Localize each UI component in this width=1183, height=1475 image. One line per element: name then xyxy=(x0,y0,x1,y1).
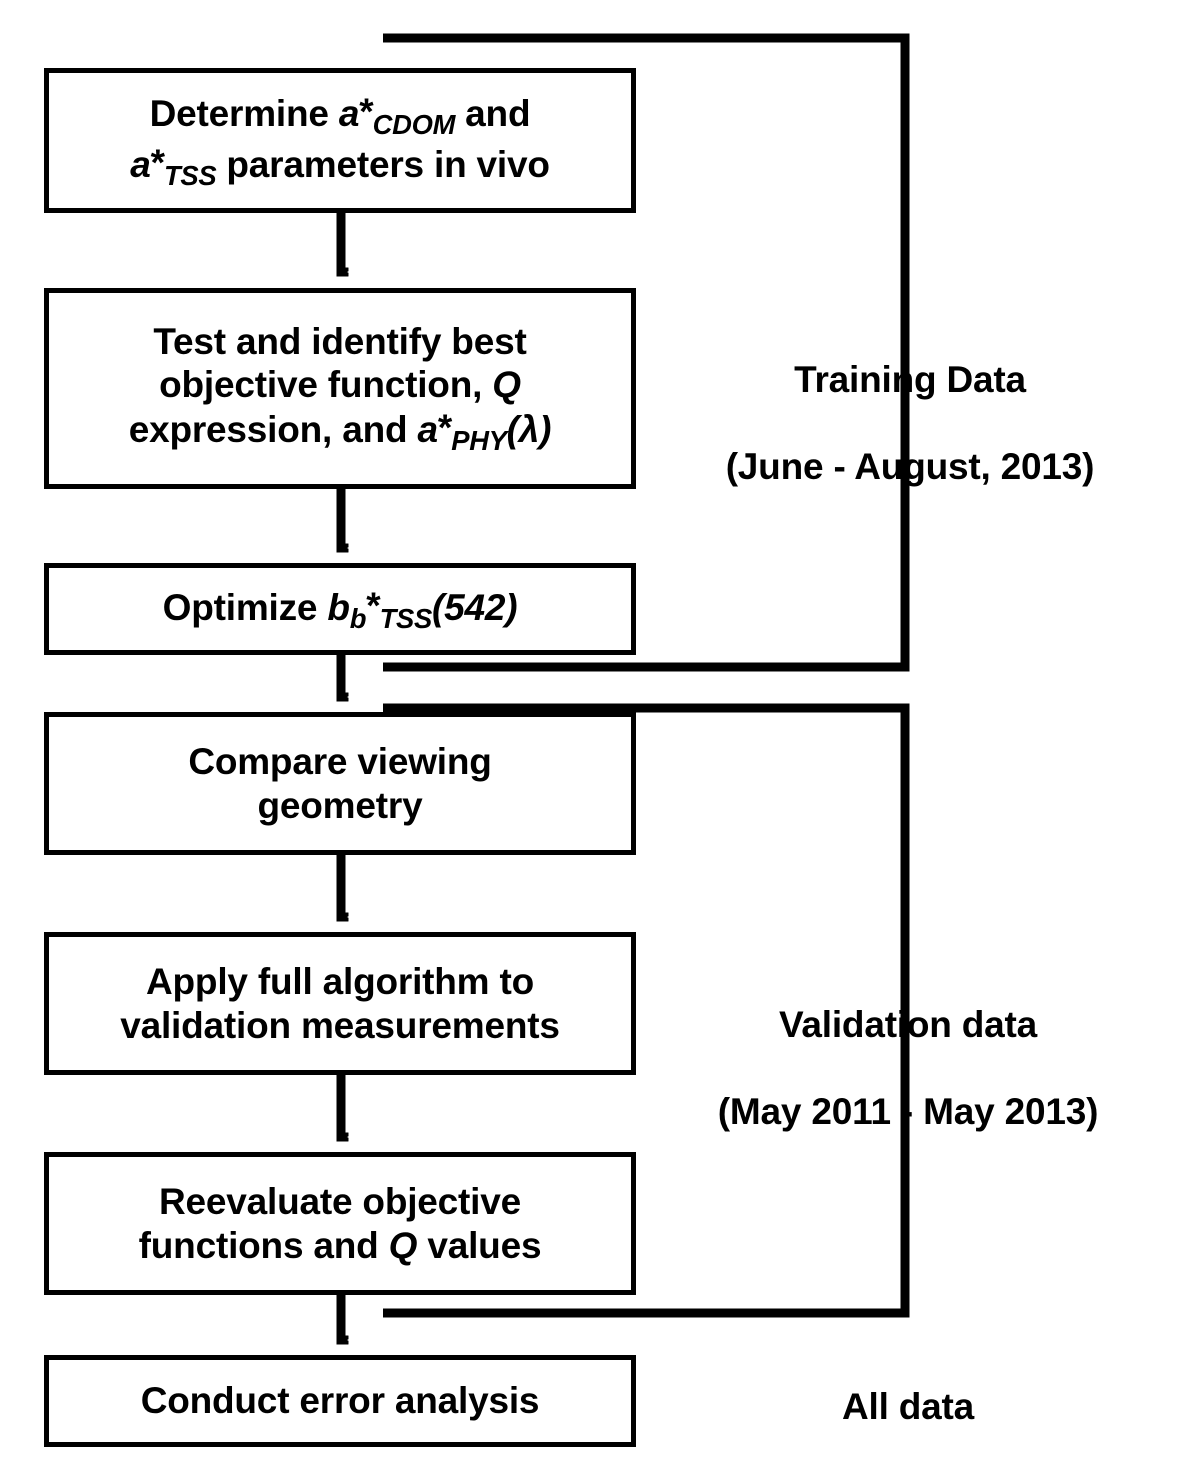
side-label-all-data-line1: All data xyxy=(841,1386,975,1428)
side-label-training-data-line2: (June - August, 2013) xyxy=(725,445,1095,487)
side-label-all-data: All data (May 2011 - August 2013) xyxy=(638,1342,1178,1475)
side-label-validation-data-line1: Validation data xyxy=(778,1004,1038,1046)
node-conduct-error-analysis[interactable]: Conduct error analysis xyxy=(44,1355,636,1447)
side-label-validation-data-line2: (May 2011 - May 2013) xyxy=(717,1090,1099,1132)
side-label-training-data-line1: Training Data xyxy=(794,359,1026,401)
side-label-validation-data: Validation data (May 2011 - May 2013) xyxy=(648,960,1168,1176)
side-label-training-data: Training Data (June - August, 2013) xyxy=(660,315,1160,531)
node-conduct-error-analysis-label: Conduct error analysis xyxy=(140,1380,540,1422)
node-optimize-bb[interactable]: Optimize bb*TSS(542) xyxy=(44,563,636,655)
node-optimize-bb-label: Optimize bb*TSS(542) xyxy=(162,584,518,634)
side-label-all-data-line2: (May 2011 - August 2013) xyxy=(638,1472,1178,1475)
